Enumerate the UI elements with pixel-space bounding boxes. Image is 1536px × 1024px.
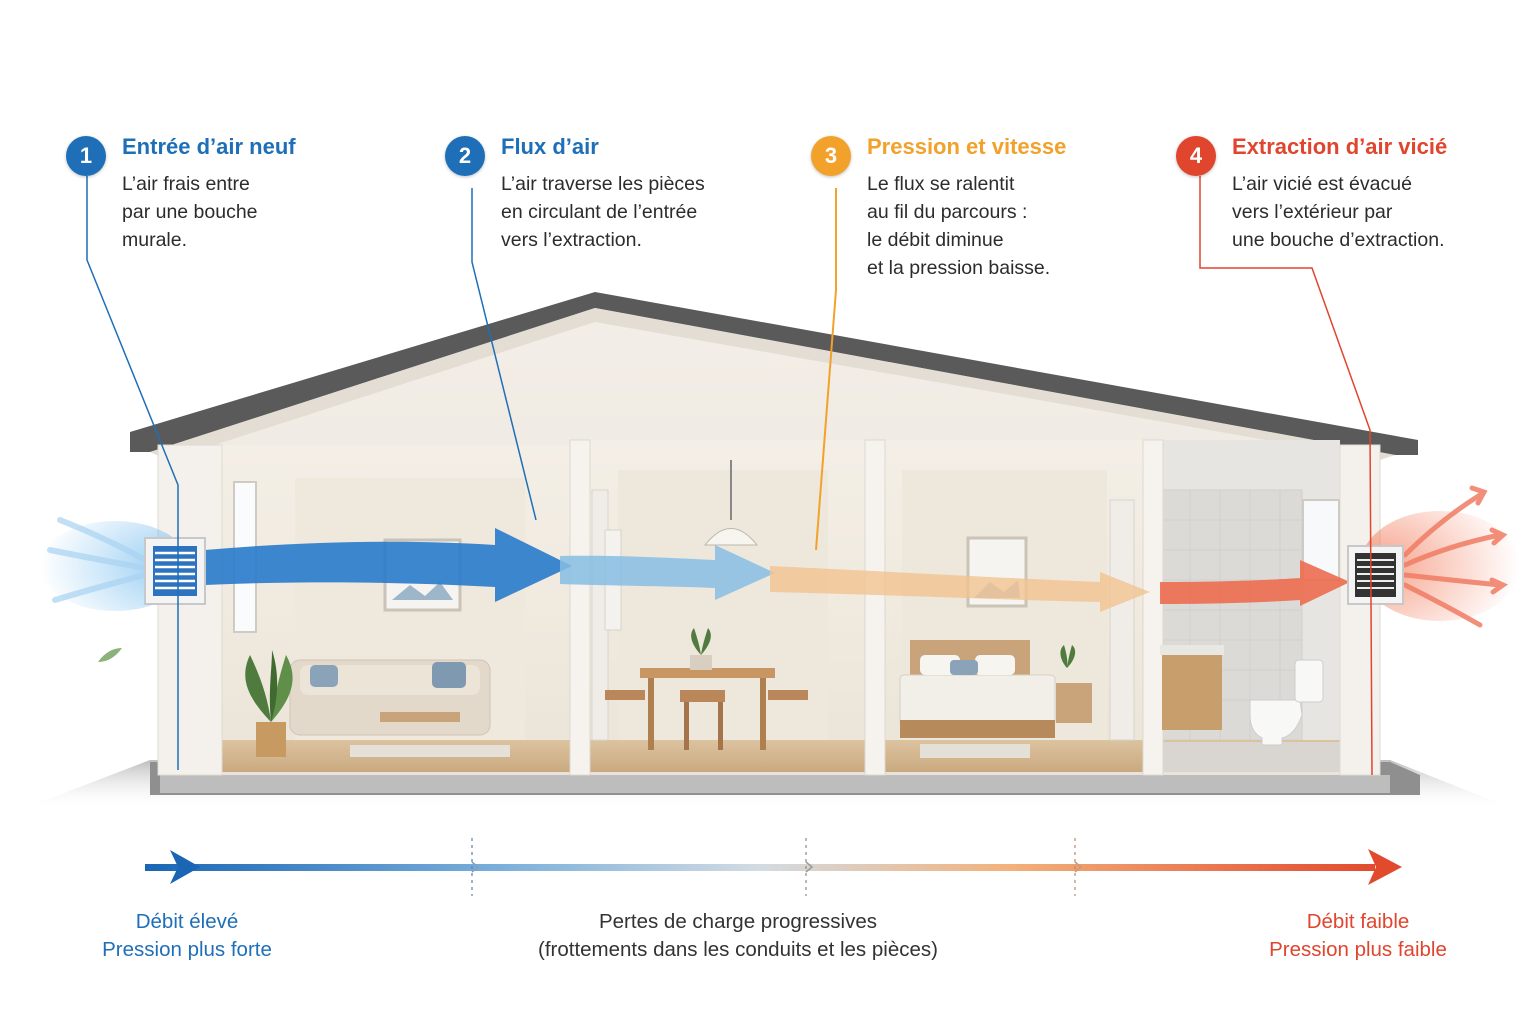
step-3-line: Le flux se ralentit [867,170,1050,198]
step-4-badge: 4 [1176,136,1216,176]
step-3-badge: 3 [811,136,851,176]
step-4-line: L’air vicié est évacué [1232,170,1444,198]
step-1-line: murale. [122,226,258,254]
step-3-description: Le flux se ralentit au fil du parcours :… [867,170,1050,282]
leaf-icon [98,648,122,662]
step-2-line: L’air traverse les pièces [501,170,705,198]
bottom-label-high-flow: Débit élevé Pression plus forte [62,908,312,964]
step-4-line: vers l’extérieur par [1232,198,1444,226]
step-3-line: au fil du parcours : [867,198,1050,226]
step-2-description: L’air traverse les pièces en circulant d… [501,170,705,254]
step-2-line: vers l’extraction. [501,226,705,254]
air-outlet-vent-icon [1348,546,1403,604]
step-1-badge: 1 [66,136,106,176]
step-2-title: Flux d’air [501,134,599,160]
step-1-title: Entrée d’air neuf [122,134,296,160]
bottom-label-low-flow: Débit faible Pression plus faible [1232,908,1484,964]
bottom-label-pressure-loss: Pertes de charge progressives (frottemen… [488,908,988,964]
low-pressure-label: Pression plus faible [1232,936,1484,964]
step-4-line: une bouche d’extraction. [1232,226,1444,254]
step-2-badge: 2 [445,136,485,176]
low-flow-label: Débit faible [1232,908,1484,936]
step-2-line: en circulant de l’entrée [501,198,705,226]
pressure-gradient-arrow [145,838,1402,896]
step-3-line: le débit diminue [867,226,1050,254]
step-1-line: par une bouche [122,198,258,226]
air-inlet-vent-icon [145,538,205,604]
high-flow-label: Débit élevé [62,908,312,936]
step-4-description: L’air vicié est évacué vers l’extérieur … [1232,170,1444,254]
step-1-line: L’air frais entre [122,170,258,198]
pressure-loss-detail: (frottements dans les conduits et les pi… [488,936,988,964]
step-1-description: L’air frais entre par une bouche murale. [122,170,258,254]
step-3-title: Pression et vitesse [867,134,1066,160]
pressure-loss-label: Pertes de charge progressives [488,908,988,936]
step-3-line: et la pression baisse. [867,254,1050,282]
high-pressure-label: Pression plus forte [62,936,312,964]
step-4-title: Extraction d’air vicié [1232,134,1447,160]
